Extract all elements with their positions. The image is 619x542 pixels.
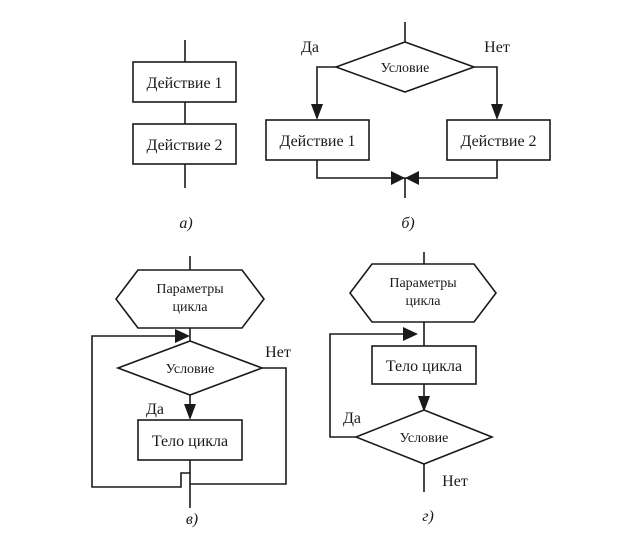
condition-label: Условие [381, 61, 430, 76]
no-label: Нет [442, 473, 468, 490]
action-1-box [265, 119, 370, 161]
yes-label: Да [146, 401, 164, 418]
yes-branch-line [316, 66, 336, 112]
arrow-head [184, 404, 196, 420]
arrow-head [403, 327, 418, 341]
arrow-head [311, 104, 323, 120]
condition-diamond [333, 41, 477, 93]
caption-v: в) [186, 511, 198, 528]
caption-g: г) [422, 508, 434, 525]
action-1-label: Действие 1 [146, 75, 222, 92]
loop-params-hexagon [114, 269, 266, 329]
arrow-head [491, 104, 503, 120]
condition-label: Условие [166, 362, 215, 377]
params-label-line2: цикла [173, 300, 209, 315]
loop-body-label: Тело цикла [152, 433, 228, 450]
diagram-b-branch: Условие Да Нет Действие 1 Действие 2 б) [265, 22, 551, 232]
caption-b: б) [401, 215, 414, 232]
merge-line [316, 160, 498, 179]
loop-body-box [371, 345, 477, 385]
diagram-a-sequence: Действие 1 Действие 2 а) [132, 40, 237, 232]
diagram-v-while-loop: Параметры цикла Условие Да Тело цикла Не… [91, 256, 291, 528]
no-label: Нет [265, 344, 291, 361]
no-branch-line [474, 66, 498, 112]
action-1-label: Действие 1 [279, 133, 355, 150]
no-label: Нет [484, 39, 510, 56]
yes-label: Да [343, 410, 361, 427]
loop-body-label: Тело цикла [386, 358, 462, 375]
arrow-head [405, 171, 419, 185]
loop-return-line [329, 333, 404, 438]
params-label-line1: Параметры [156, 282, 224, 297]
caption-a: а) [179, 215, 192, 232]
action-2-box [446, 119, 551, 161]
arrow-head [418, 396, 430, 412]
params-label-line1: Параметры [389, 276, 457, 291]
loop-params-hexagon [348, 263, 498, 323]
action-2-label: Действие 2 [146, 137, 222, 154]
action-2-label: Действие 2 [460, 133, 536, 150]
arrow-head [391, 171, 405, 185]
exit-line [189, 367, 287, 508]
action-2-box [132, 123, 237, 165]
condition-label: Условие [400, 431, 449, 446]
arrow-head [175, 329, 190, 343]
yes-label: Да [301, 39, 319, 56]
diagram-g-do-while-loop: Параметры цикла Тело цикла Условие Да Не… [329, 252, 498, 525]
params-label-line2: цикла [406, 294, 442, 309]
